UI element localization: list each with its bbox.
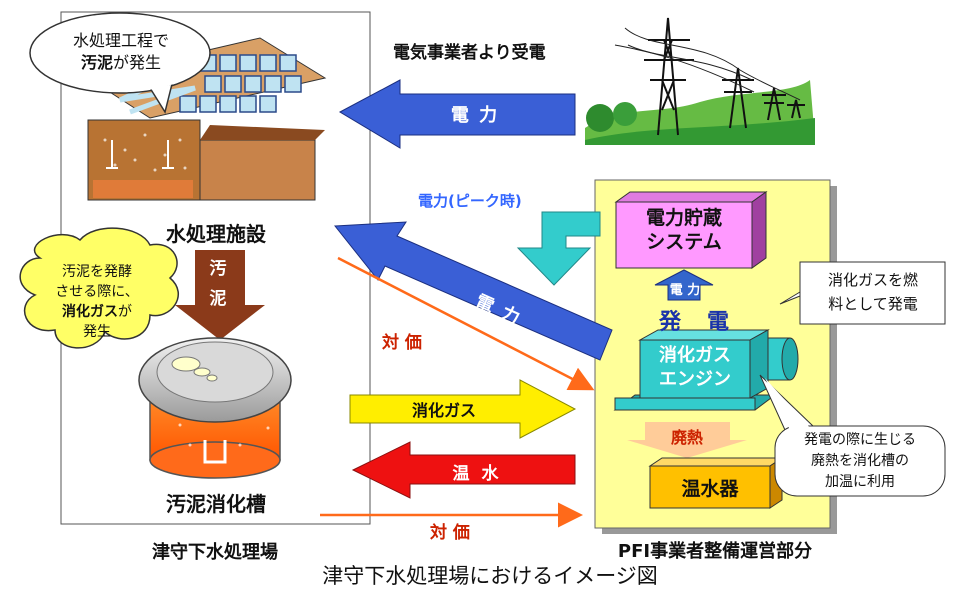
- power-storage-line2: システム: [646, 231, 722, 253]
- gas-engine-icon: [613, 329, 799, 411]
- bubble-sludge-keyword: 汚泥: [80, 53, 113, 72]
- sludge-digester-icon: [138, 337, 292, 479]
- bubble-sludge-rest: が発生: [113, 53, 162, 72]
- utility-power-arrow: [338, 79, 576, 149]
- bubble-sludge-line2: 汚泥が発生: [36, 52, 206, 74]
- treatment-plant-name: 津守下水処理場: [152, 542, 278, 563]
- sludge-arrow-label: 汚 泥: [206, 254, 230, 314]
- peak-power-label: 電力(ピーク時): [418, 192, 522, 210]
- bubble-sludge-text: 水処理工程で 汚泥が発生: [36, 30, 206, 74]
- sludge-arrow-char-2: 泥: [209, 289, 227, 309]
- bubble-gas-line2: させる際に、: [55, 284, 139, 300]
- water-treatment-facility-label: 水処理施設: [166, 222, 266, 246]
- power-storage-label: 電力貯蔵 システム: [616, 206, 752, 254]
- payment-bottom-label: 対 価: [430, 523, 470, 543]
- note-fuel-line2: 料として発電: [828, 295, 918, 313]
- bubble-gas-keyword: 消化ガス: [62, 304, 118, 320]
- diagram-caption: 津守下水処理場におけるイメージ図: [322, 564, 658, 588]
- gas-engine-line2: エンジン: [659, 369, 731, 390]
- waste-heat-arrow: [627, 422, 747, 458]
- note-heat-line3: 加温に利用: [825, 474, 895, 490]
- bubble-gas-line4: 発生: [83, 324, 111, 340]
- waste-heat-label: 廃熱: [670, 428, 703, 447]
- power-transmission-towers-icon: [585, 17, 815, 145]
- gas-engine-line1: 消化ガス: [659, 345, 731, 366]
- bubble-gas-rest: が: [118, 304, 132, 320]
- note-fuel-line1: 消化ガスを燃: [827, 271, 918, 289]
- utility-supply-label: 電気事業者より受電: [393, 43, 546, 63]
- digestion-gas-label: 消化ガス: [411, 401, 476, 420]
- gas-engine-label: 消化ガス エンジン: [640, 344, 750, 392]
- peak-power-arrow: [516, 211, 601, 286]
- note-heat-line1: 発電の際に生じる: [804, 432, 916, 448]
- digestion-gas-arrow: [349, 379, 577, 439]
- payment-line-top: [337, 256, 595, 391]
- note-heat-text: 発電の際に生じる 廃熱を消化槽の 加温に利用: [777, 430, 943, 493]
- water-heater-label: 温水器: [681, 478, 739, 500]
- hot-water-arrow: [351, 441, 576, 499]
- power-storage-box: [614, 191, 768, 269]
- utility-power-arrow-label: 電 力: [450, 105, 500, 126]
- note-fuel-callout: [779, 261, 946, 325]
- bubble-gas-text: 汚泥を発酵 させる際に、 消化ガスが 発生: [32, 262, 162, 342]
- payment-top-label: 対 価: [382, 333, 422, 353]
- speech-bubble-gas: [19, 227, 179, 349]
- sludge-arrow-char-1: 汚: [209, 259, 227, 279]
- power-storage-line1: 電力貯蔵: [645, 207, 722, 229]
- power-generation-label: 発 電: [658, 310, 731, 335]
- bubble-sludge-line1: 水処理工程で: [72, 31, 169, 50]
- bubble-gas-line1: 汚泥を発酵: [62, 264, 132, 280]
- note-fuel-text: 消化ガスを燃 料として発電: [802, 268, 944, 316]
- pfi-operator-name: PFI事業者整備運営部分: [617, 541, 813, 562]
- water-heater-box: [648, 457, 784, 509]
- hot-water-label: 温 水: [452, 464, 502, 484]
- note-heat-line2: 廃熱を消化槽の: [811, 453, 909, 469]
- water-treatment-facility-icon: [86, 37, 327, 201]
- small-power-arrow-label: 電 力: [669, 283, 701, 298]
- power-to-plant-arrow: [334, 221, 613, 361]
- small-power-arrow: [654, 269, 714, 301]
- sludge-arrow: [175, 250, 265, 340]
- speech-bubble-sludge: [29, 12, 211, 114]
- bubble-gas-line3: 消化ガスが: [32, 302, 162, 322]
- note-heat-callout: [759, 374, 946, 497]
- sludge-digester-label: 汚泥消化槽: [166, 492, 266, 516]
